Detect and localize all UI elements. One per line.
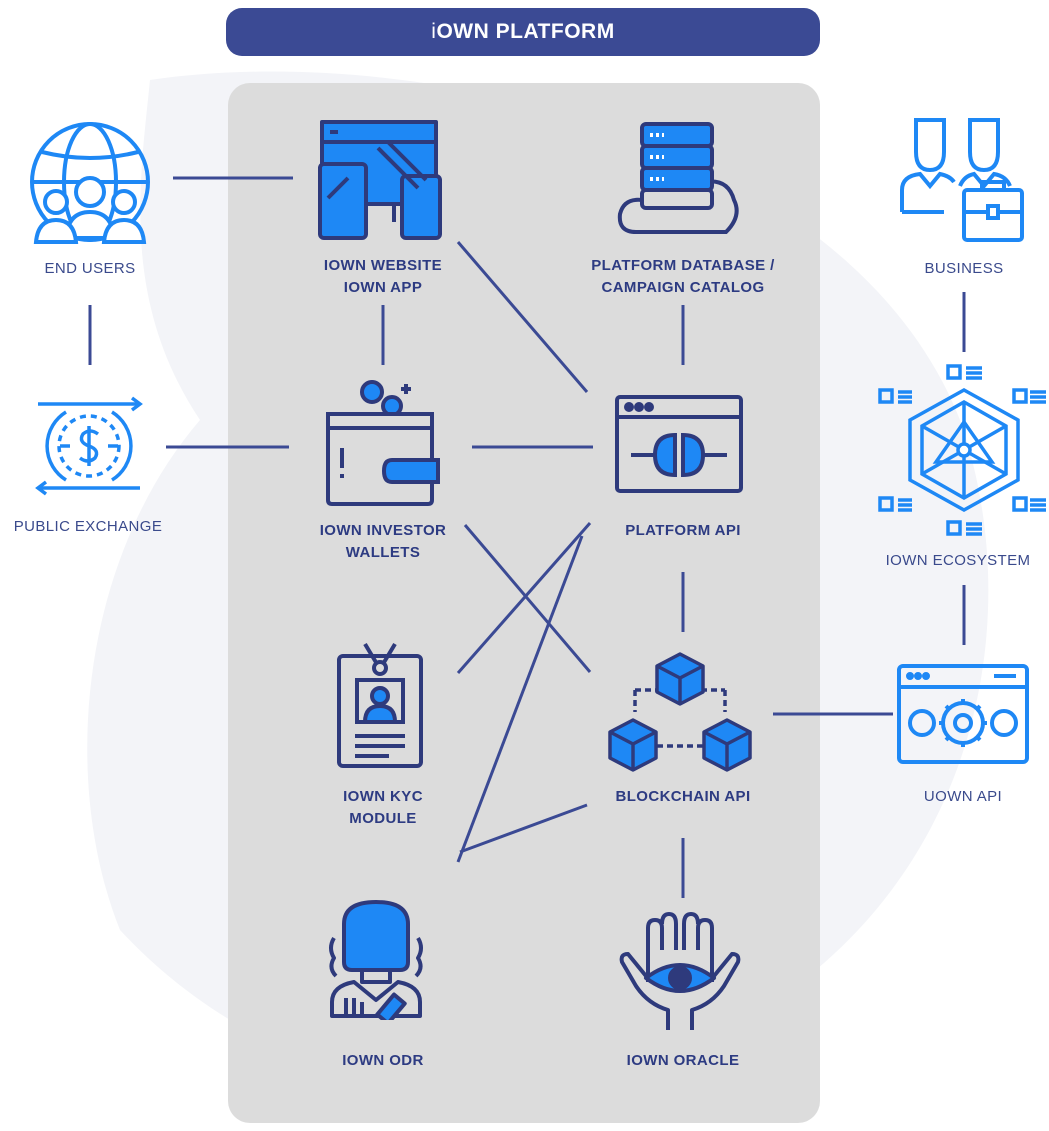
website-label-line2: IOWN APP xyxy=(343,279,423,296)
connector-blockchainapi-odr xyxy=(459,803,588,854)
website-label-line1: IOWN WEBSITE xyxy=(323,257,443,274)
id-badge-icon xyxy=(337,642,423,768)
devices-icon xyxy=(318,120,442,240)
public-exchange-label: PUBLIC EXCHANGE xyxy=(13,518,163,535)
connector-platformapi-kyc xyxy=(456,522,592,674)
ecosystem-network-icon xyxy=(878,364,1046,536)
judge-icon xyxy=(329,900,423,1020)
platform-panel xyxy=(228,83,820,1123)
ecosystem-label: IOWN ECOSYSTEM xyxy=(885,552,1031,569)
cloud-database-icon xyxy=(617,122,739,234)
database-label: PLATFORM DATABASE / CAMPAIGN CATALOG xyxy=(568,255,798,299)
connector-wallets-blockchainapi xyxy=(463,524,592,673)
wallets-label: IOWN INVESTOR WALLETS xyxy=(298,520,468,564)
plug-window-icon xyxy=(615,395,743,493)
database-label-line2: CAMPAIGN CATALOG xyxy=(601,279,765,296)
business-people-icon xyxy=(900,118,1024,242)
wallet-icon xyxy=(326,380,440,506)
connector-platformapi-odr xyxy=(456,535,584,863)
database-label-line1: PLATFORM DATABASE / xyxy=(591,257,775,274)
currency-exchange-icon xyxy=(35,396,143,496)
uown-api-label: UOWN API xyxy=(923,788,1003,805)
business-label: BUSINESS xyxy=(924,260,1004,277)
globe-users-icon xyxy=(30,122,150,244)
platform-api-label: PLATFORM API xyxy=(625,522,741,539)
end-users-label: END USERS xyxy=(44,260,136,277)
blockchain-cubes-icon xyxy=(608,652,752,772)
website-label: IOWN WEBSITE IOWN APP xyxy=(298,255,468,299)
hands-eye-icon xyxy=(619,912,741,1030)
blockchain-api-label: BLOCKCHAIN API xyxy=(615,788,751,805)
kyc-label: IOWN KYC MODULE xyxy=(298,786,468,830)
title-main: OWN PLATFORM xyxy=(436,20,615,43)
kyc-label-line2: MODULE xyxy=(349,810,417,827)
wallets-label-line1: IOWN INVESTOR xyxy=(319,522,447,539)
kyc-label-line1: IOWN KYC xyxy=(343,788,423,805)
connector-website-platformapi xyxy=(456,241,589,393)
wallets-label-line2: WALLETS xyxy=(345,544,421,561)
oracle-label: IOWN ORACLE xyxy=(626,1052,740,1069)
odr-label: IOWN ODR xyxy=(342,1052,424,1069)
title-prefix: i xyxy=(431,20,437,43)
api-gears-icon xyxy=(897,664,1029,764)
